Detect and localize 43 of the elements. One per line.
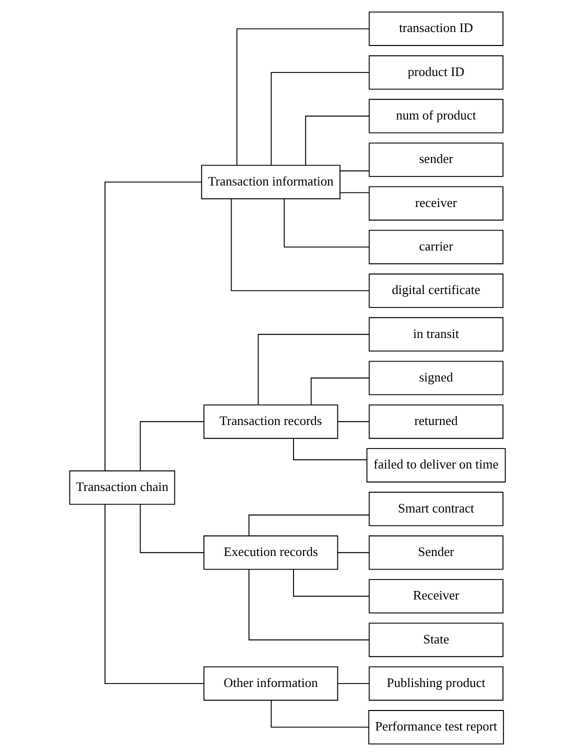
connector — [258, 334, 370, 406]
node-box: Transaction information — [201, 164, 340, 200]
node-box: Receiver — [368, 579, 504, 614]
node-box: Publishing product — [368, 666, 504, 701]
connector — [340, 192, 370, 194]
node-box: Transaction chain — [69, 470, 176, 505]
connector — [248, 514, 370, 536]
node-box: Other information — [203, 666, 338, 701]
connector — [104, 182, 202, 472]
connector — [248, 568, 370, 640]
node-box: receiver — [368, 186, 504, 221]
node-box: Sender — [368, 535, 504, 570]
node-box: sender — [368, 142, 504, 177]
connector — [337, 552, 370, 554]
connector — [140, 504, 204, 554]
node-box: in transit — [368, 317, 504, 352]
node-box: failed to deliver on time — [366, 448, 506, 482]
node-box: Transaction records — [203, 404, 338, 439]
node-box: num of product — [368, 98, 504, 134]
connector — [270, 700, 370, 728]
connector — [337, 683, 370, 684]
node-box: carrier — [368, 230, 504, 264]
connector — [270, 72, 370, 166]
node-box: transaction ID — [368, 12, 504, 46]
connector — [293, 438, 368, 460]
connector — [236, 28, 370, 166]
node-box: returned — [368, 404, 504, 439]
node-box: Execution records — [203, 535, 338, 570]
node-box: Performance test report — [368, 710, 504, 744]
connector — [310, 378, 370, 406]
connector — [140, 421, 204, 472]
connector — [284, 198, 370, 248]
connector — [104, 504, 204, 684]
node-box: State — [368, 622, 504, 658]
connector — [230, 198, 370, 292]
node-box: signed — [368, 360, 504, 396]
node-box: Smart contract — [368, 492, 504, 526]
connector — [305, 116, 370, 166]
connector — [337, 421, 370, 422]
connector — [293, 568, 370, 597]
node-box: product ID — [368, 55, 504, 90]
node-box: digital certificate — [368, 274, 504, 308]
connector — [340, 170, 370, 172]
